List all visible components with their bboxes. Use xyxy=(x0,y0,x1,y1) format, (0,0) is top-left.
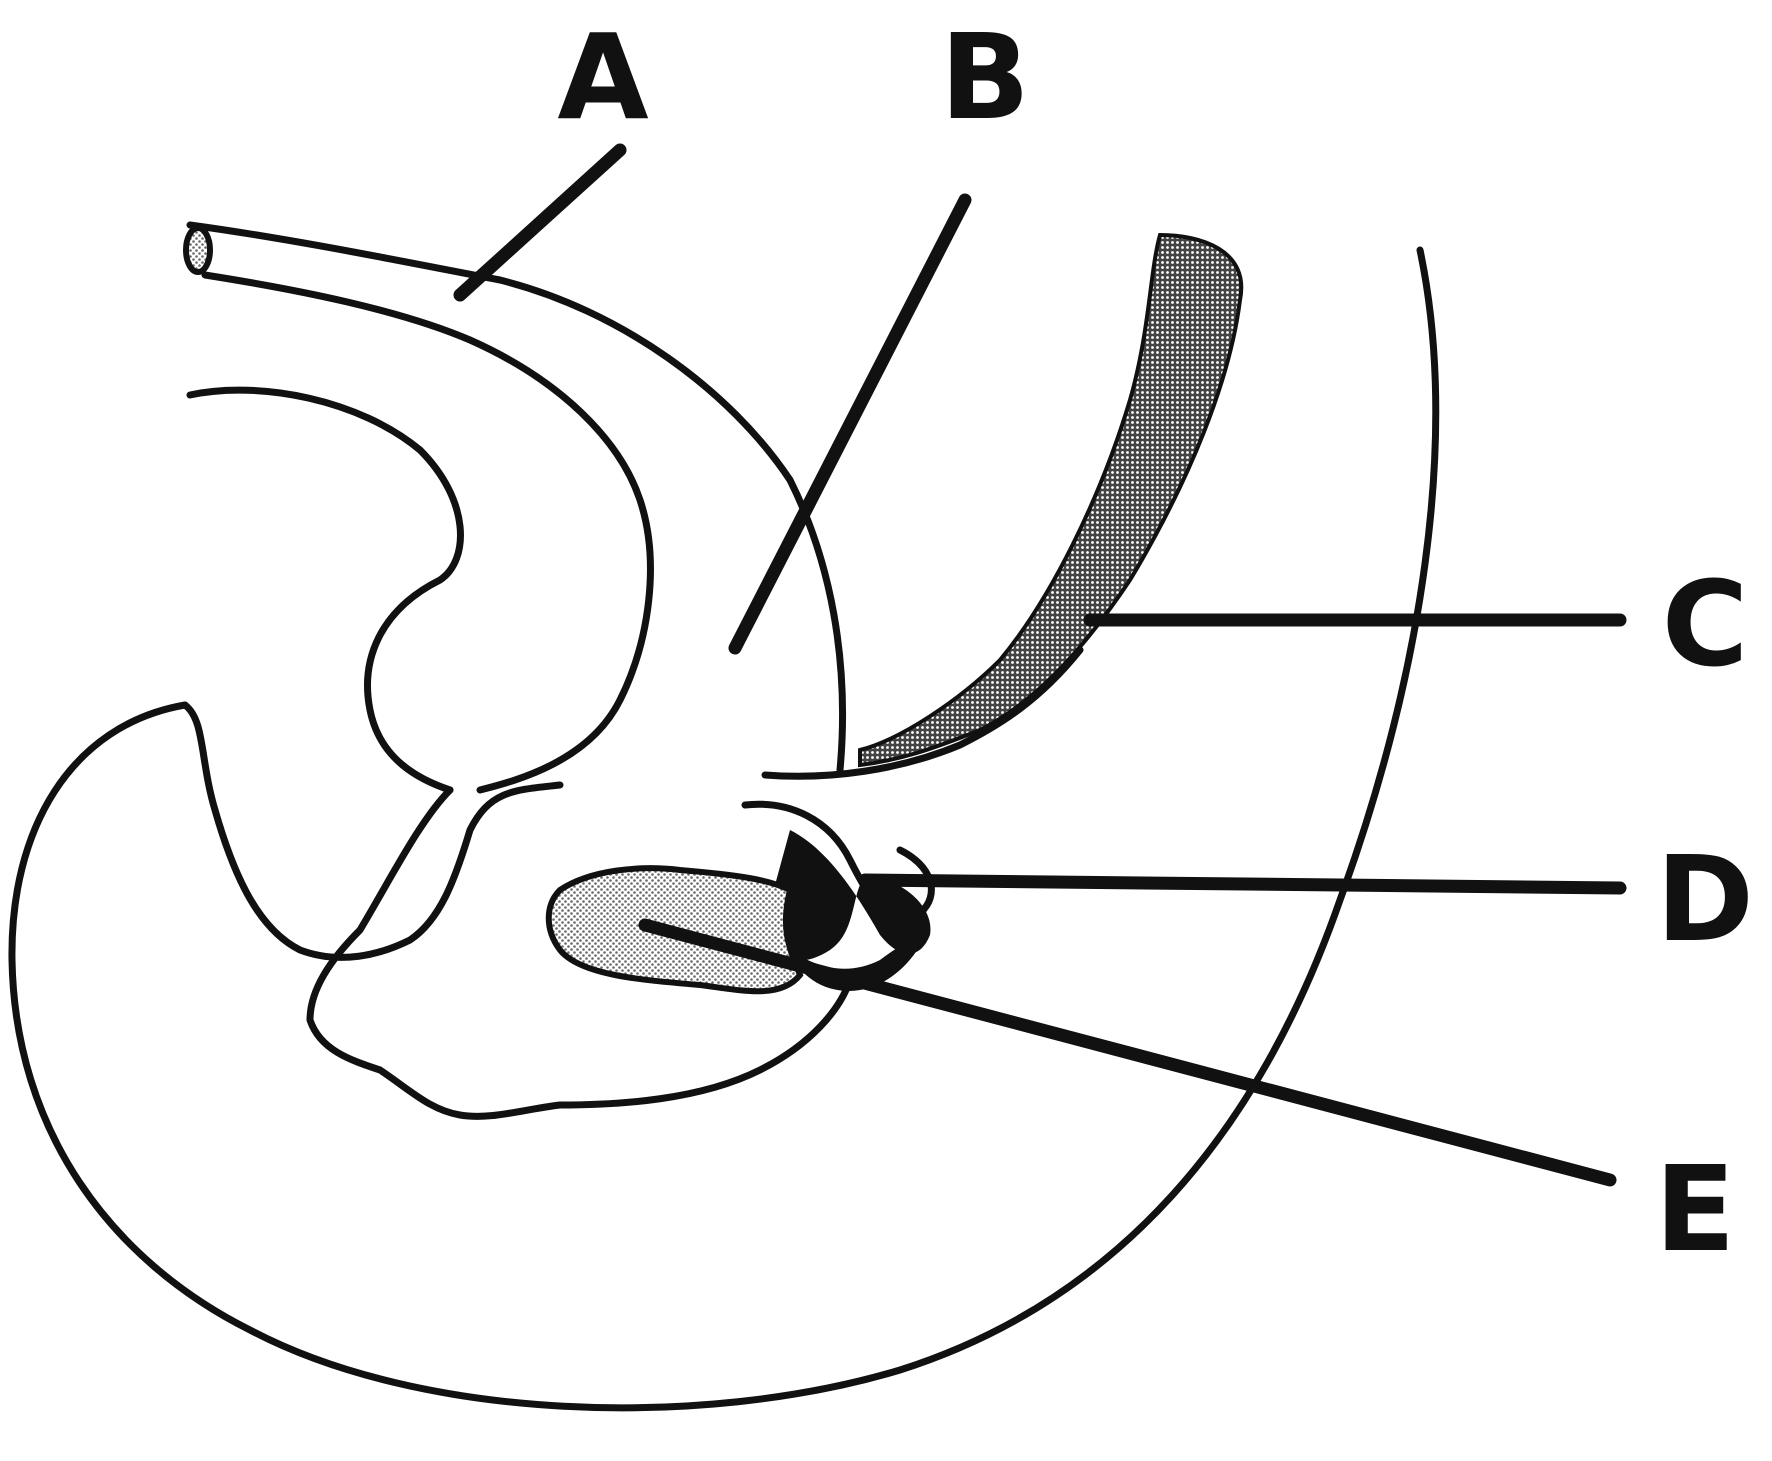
tube-a-bottom xyxy=(201,271,654,794)
label-a: A xyxy=(557,8,648,146)
gland-dark[interactable] xyxy=(760,830,931,961)
striped-duct xyxy=(858,232,1244,768)
tube-a-end xyxy=(183,225,213,275)
label-b: B xyxy=(940,8,1030,146)
inner-lower-loop xyxy=(181,701,564,961)
leader-d xyxy=(858,873,1627,895)
label-e: E xyxy=(1655,1140,1736,1278)
label-d: D xyxy=(1656,830,1754,968)
tube-a-top xyxy=(186,221,847,774)
outer-lower-loop xyxy=(8,246,1440,1412)
leader-b xyxy=(728,193,972,655)
leader-a xyxy=(453,143,627,302)
duct-inner-line xyxy=(761,646,1084,780)
leader-e xyxy=(638,918,1617,1187)
label-c: C xyxy=(1662,555,1749,693)
upper-left-outline xyxy=(186,386,464,794)
pelvic-floor-outline xyxy=(306,786,854,1120)
